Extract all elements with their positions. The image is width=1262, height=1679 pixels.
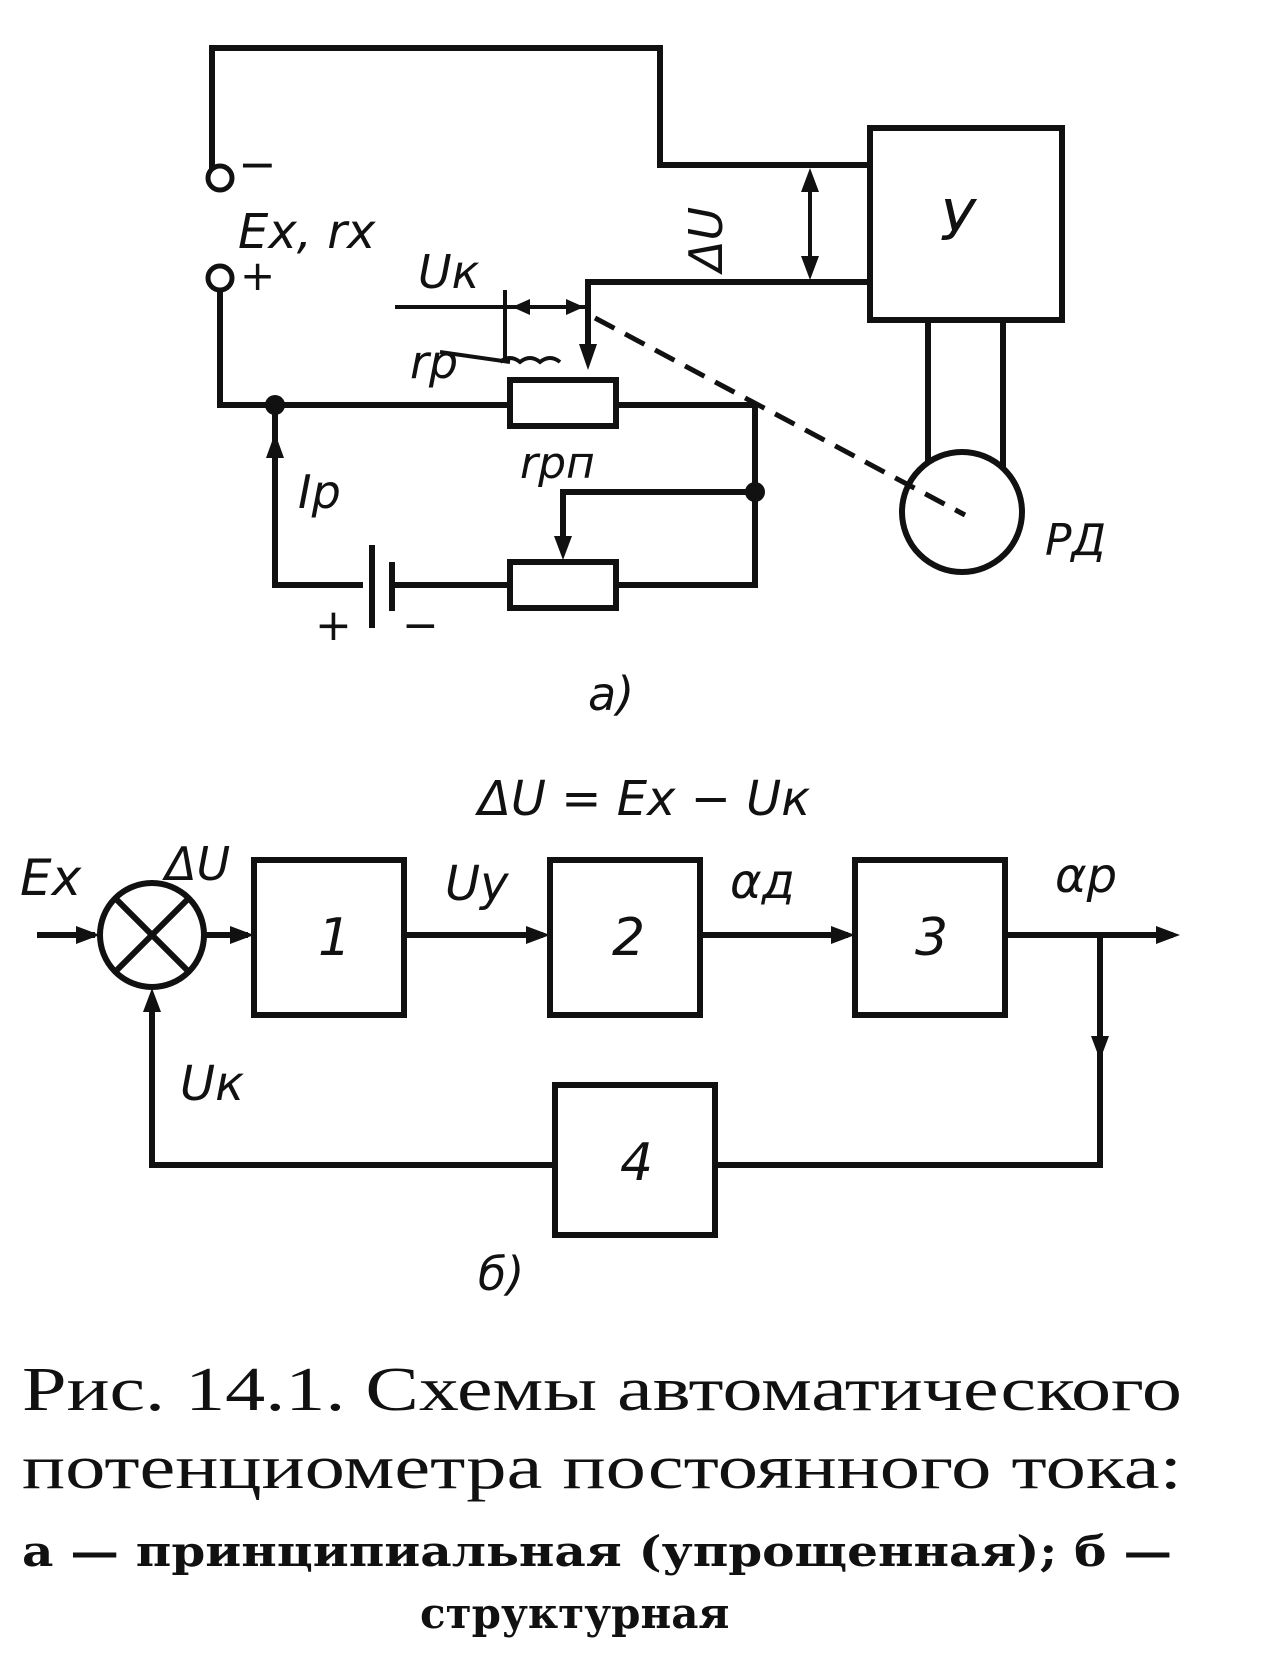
delta-u-arrow-down [801,256,819,280]
block-diagram: ΔU = Eх − Uк Eх ΔU 1 Uу 2 αд 3 αр [20,771,1180,1301]
uk-arrow-right [566,299,584,315]
error-arrow [230,926,254,944]
rp-zigzag [498,356,562,365]
block-amplifier [251,857,407,1018]
adjusting-rheostat [507,559,619,611]
battery-minus-label: − [402,600,439,651]
schematic-sublabel: а) [588,667,634,721]
mechanical-link [593,315,967,518]
wire-working-current [272,402,363,588]
plus-terminal [205,263,235,293]
block-slidewire [552,1082,718,1238]
amplifier-block [867,125,1065,323]
wire-slidewire-right [613,402,758,495]
delta-u-arrow-up [801,168,819,192]
error-label: ΔU [162,837,230,891]
plus-terminal-label: + [240,251,275,300]
output-arrow [1156,926,1180,944]
amplifier-label: У [940,189,978,254]
battery-plus-label: + [315,600,352,651]
caption-line-3: а — принципиальная (упрощенная); б — [22,1527,1172,1576]
input-label: Eх [20,849,82,907]
block-3-label: 3 [915,908,948,968]
wire-rheostat-right [613,489,758,588]
comparator-cross-b [112,895,192,975]
working-current-label: Iр [298,465,341,519]
amp-output-label: Uу [445,856,509,912]
block-reducer [852,857,1008,1018]
slidewire-resistor [507,377,619,429]
rp-pointer [439,350,511,364]
caption-line-1: Рис. 14.1. Схемы автоматического [22,1356,1182,1424]
feedback-arrow [143,988,161,1012]
wire-plus-to-slidewire [217,289,513,408]
motor-angle-label: αд [730,854,795,910]
source-label: Ex, rx [238,204,376,260]
wire-minus-to-amplifier [209,45,873,171]
amp-output-arrow [526,926,550,944]
uk-arrow-left [512,299,530,315]
motor-angle-arrow [831,926,855,944]
rheostat-slider-arrow [554,536,572,560]
input-arrow [76,926,100,944]
current-arrow [266,433,284,458]
motor-label: РД [1045,515,1106,566]
feedback-label: Uк [180,1056,244,1112]
slidewire-resistance-label: rр [410,335,458,389]
block-2-label: 2 [612,908,645,968]
adjusting-resistance-label: rрп [520,438,595,489]
caption-line-2: потенциометра постоянного тока: [22,1434,1182,1502]
figure-caption: Рис. 14.1. Схемы автоматического потенци… [22,1356,1182,1638]
schematic-diagram: − Ex, rx + Uк rр rрп Iр ΔU У РД + − а) [205,45,1106,721]
slider-arrow [579,344,597,370]
delta-u-label: ΔU [679,207,733,275]
block-4-label: 4 [620,1133,653,1193]
compensating-voltage-label: Uк [418,245,480,299]
feedback-return-line [149,997,558,1168]
block-motor [547,857,703,1018]
block-1-label: 1 [318,908,351,968]
block-diagram-sublabel: б) [478,1247,524,1301]
wire-rheostat-slider [560,489,758,551]
wire-amplifier-to-slider [585,279,873,361]
minus-terminal-label: − [238,137,277,191]
output-label: αр [1055,848,1117,904]
caption-line-4: структурная [420,1589,729,1638]
minus-terminal [205,163,235,193]
error-equation: ΔU = Eх − Uк [474,771,810,827]
feedback-to-block-4 [712,1047,1103,1168]
